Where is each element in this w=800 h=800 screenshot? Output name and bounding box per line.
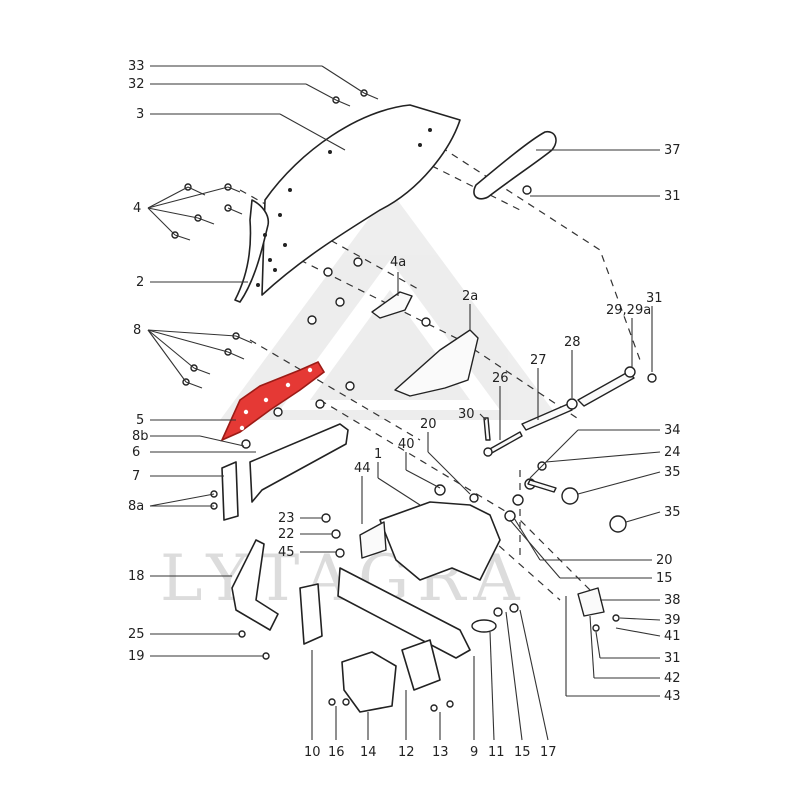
label-13: 13	[432, 745, 449, 760]
label-28: 28	[564, 335, 581, 350]
washer-part-35b	[609, 515, 627, 533]
heel-part-18	[231, 539, 279, 631]
bracket-part-44	[359, 521, 387, 559]
label-34: 34	[664, 423, 681, 438]
label-20-top: 20	[420, 417, 437, 432]
label-6: 6	[132, 445, 140, 460]
bolt-part-30	[483, 417, 491, 441]
label-38: 38	[664, 593, 681, 608]
share-part-5-highlighted	[220, 360, 326, 442]
label-4: 4	[133, 201, 141, 216]
callout-labels: 33 32 3 4 2 8 5 8b 6 7 8a 18 25 19 10 16…	[128, 59, 681, 760]
plate-part-10	[299, 583, 323, 645]
frog-part-1	[379, 501, 501, 581]
washer-part-28	[566, 398, 578, 410]
bolts-part-8	[182, 332, 253, 389]
landside-part-9	[337, 567, 471, 659]
label-20-right: 20	[656, 553, 673, 568]
nut-part-40	[434, 484, 446, 496]
label-15-bottom: 15	[514, 745, 531, 760]
shin-part-2	[234, 199, 270, 303]
bolt-part-29	[577, 371, 635, 407]
mouldboard-part-3	[261, 104, 461, 296]
landside-part-6	[249, 423, 349, 503]
label-31-right: 31	[646, 291, 663, 306]
label-35-lower: 35	[664, 505, 681, 520]
label-18: 18	[128, 569, 145, 584]
nuts	[273, 257, 431, 417]
label-2: 2	[136, 275, 144, 290]
label-10: 10	[304, 745, 321, 760]
bracket-part-4a	[371, 291, 413, 319]
label-29-29a: 29,29a	[606, 303, 651, 318]
label-44: 44	[354, 461, 371, 476]
bracket-part-38	[577, 587, 605, 617]
washer-part-35a	[561, 487, 579, 505]
label-40: 40	[398, 437, 415, 452]
label-23: 23	[278, 511, 295, 526]
label-19: 19	[128, 649, 145, 664]
label-45: 45	[278, 545, 295, 560]
label-33: 33	[128, 59, 145, 74]
share-holes	[239, 367, 313, 431]
label-11: 11	[488, 745, 505, 760]
label-4a: 4a	[390, 255, 406, 270]
label-37: 37	[664, 143, 681, 158]
bolts-part-32-33	[332, 89, 379, 107]
label-1: 1	[374, 447, 382, 462]
label-31-top: 31	[664, 189, 681, 204]
label-25: 25	[128, 627, 145, 642]
label-2a: 2a	[462, 289, 478, 304]
bolts-part-16	[328, 698, 350, 706]
label-8a: 8a	[128, 499, 144, 514]
label-26: 26	[492, 371, 509, 386]
label-15-right: 15	[656, 571, 673, 586]
bolt-part-26	[487, 431, 523, 455]
washer-part-8b	[241, 439, 251, 449]
label-32: 32	[128, 77, 145, 92]
plate-part-7	[221, 461, 239, 521]
label-41: 41	[664, 629, 681, 644]
bolt-part-45	[335, 548, 345, 558]
label-8: 8	[133, 323, 141, 338]
label-43: 43	[664, 689, 681, 704]
plate-part-12	[401, 639, 441, 691]
washer-part-11	[471, 619, 497, 633]
plate-part-2a	[394, 329, 479, 397]
label-17: 17	[540, 745, 557, 760]
pin-part-34	[527, 479, 557, 493]
label-12: 12	[398, 745, 415, 760]
label-31-lower: 31	[664, 651, 681, 666]
pin-part-27	[521, 403, 573, 431]
bolts-part-13	[430, 700, 454, 712]
label-22: 22	[278, 527, 295, 542]
label-3: 3	[136, 107, 144, 122]
label-7: 7	[132, 469, 140, 484]
label-30: 30	[458, 407, 475, 422]
bolt-part-23	[321, 513, 331, 523]
bolt-part-22	[331, 529, 341, 539]
label-5: 5	[136, 413, 144, 428]
label-35-upper: 35	[664, 465, 681, 480]
leader-lines	[147, 65, 661, 741]
label-39: 39	[664, 613, 681, 628]
nut-part-31	[522, 185, 532, 195]
label-24: 24	[664, 445, 681, 460]
label-14: 14	[360, 745, 377, 760]
label-16: 16	[328, 745, 345, 760]
label-9: 9	[470, 745, 478, 760]
mouldboard-holes	[256, 128, 432, 287]
plate-part-14	[341, 651, 397, 713]
label-42: 42	[664, 671, 681, 686]
label-8b: 8b	[132, 429, 149, 444]
label-27: 27	[530, 353, 547, 368]
handle-part-37	[473, 130, 557, 200]
